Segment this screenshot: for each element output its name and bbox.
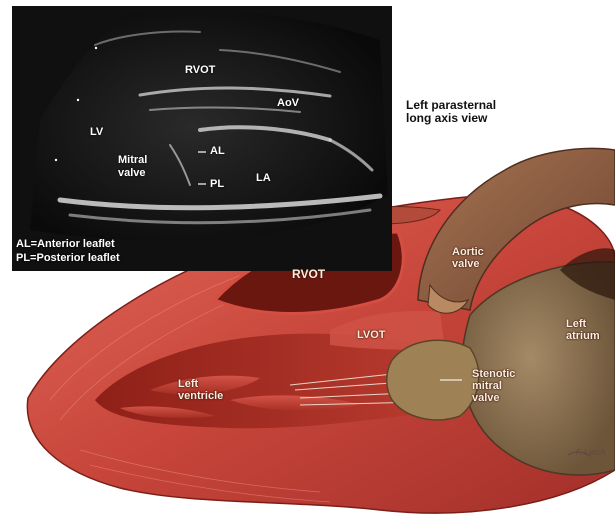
echo-label-lv: LV: [90, 126, 103, 138]
illustrator-signature: F. Lynch: [576, 448, 606, 457]
echo-label-pl: PL: [210, 178, 224, 190]
heart-label-left-atrium: Left atrium: [566, 318, 600, 342]
heart-label-lvot: LVOT: [357, 329, 386, 341]
echocardiogram-inset: [12, 6, 392, 271]
view-title: Left parasternal long axis view: [406, 99, 496, 125]
echo-label-al: AL: [210, 145, 225, 157]
stenotic-mitral-valve-shape: [387, 340, 479, 420]
heart-label-rvot: RVOT: [292, 268, 325, 280]
echo-label-mitral-valve: Mitral valve: [118, 154, 147, 180]
echo-legend: AL=Anterior leaflet PL=Posterior leaflet: [16, 237, 120, 265]
heart-label-left-ventricle: Left ventricle: [178, 378, 223, 402]
echo-label-la: LA: [256, 172, 271, 184]
view-title-line-2: long axis view: [406, 112, 496, 125]
legend-anterior-leaflet: AL=Anterior leaflet: [16, 237, 120, 251]
legend-posterior-leaflet: PL=Posterior leaflet: [16, 251, 120, 265]
heart-label-aortic-valve: Aortic valve: [452, 246, 484, 270]
heart-label-stenotic-mitral-valve: Stenotic mitral valve: [472, 368, 515, 404]
echo-label-rvot: RVOT: [185, 64, 215, 76]
echo-label-aov: AoV: [277, 97, 299, 109]
